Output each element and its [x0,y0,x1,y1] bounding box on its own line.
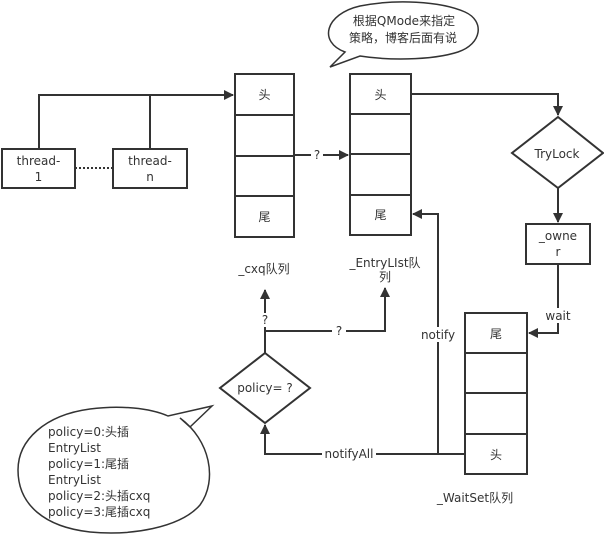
wait-label: wait [545,309,571,323]
policy-callout: policy=0:头插 EntryList policy=1:尾插 EntryL… [17,404,215,534]
thread-n-node: thread- n [112,148,188,189]
trylock-decision: TryLock [510,115,604,190]
policy-decision: policy= ? [218,351,312,425]
policy-note-line: policy=2:头插cxq [48,489,150,503]
waitset-cell-head [464,433,528,475]
policy-note-line: policy=3:尾插cxq [48,505,150,519]
policy-note-line: EntryList [48,473,101,487]
notify-label: notify [421,328,455,342]
entrylist-tail-label: 尾 [374,208,386,222]
policy-note-line: EntryList [48,441,101,455]
notifyall-arrow [260,424,465,455]
waitset-queue: 尾 头 [464,312,528,475]
notifyall-label: notifyAll [325,447,374,461]
thread-1-node: thread- 1 [1,148,76,189]
threads-to-cxq-arrow [38,90,234,149]
thread-n-label-line1: thread- [128,154,172,168]
owner-node: _owne r [525,223,591,265]
trylock-label: TryLock [534,147,580,161]
waitset-tail-label: 尾 [490,327,502,341]
cxq-cell [234,114,295,157]
cxq-cell [234,155,295,197]
thread-1-label-line2: 1 [35,170,43,184]
cxq-to-entrylist-label: ? [314,148,320,162]
waitset-head-label: 头 [490,448,502,462]
policy-to-entrylist-label: ? [336,324,342,338]
policy-note-line: policy=0:头插 [48,425,129,439]
entrylist-queue: 头 尾 [349,73,412,236]
entrylist-queue-title-line2: 列 [379,270,391,284]
cxq-cell-tail [234,195,295,238]
owner-label-line1: _owne [538,229,577,243]
policy-label: policy= ? [237,381,293,395]
qmode-callout: 根据QMode来指定 策略，博客后面有说 [327,1,479,68]
waitset-cell [464,352,528,394]
thread-1-label-line1: thread- [17,154,61,168]
waitset-queue-title: _WaitSet队列 [436,490,513,505]
policy-to-entrylist-arrow [265,287,390,332]
entrylist-queue-title-line1: _EntryLIst队 [348,255,420,270]
cxq-head-label: 头 [258,88,270,102]
thread-n-label-line2: n [146,170,154,184]
notify-arrow [412,209,439,454]
qmode-note-line1: 根据QMode来指定 [353,13,455,28]
entrylist-cell [349,113,412,155]
owner-label-line2: r [556,245,561,259]
cxq-queue: 头 尾 [234,73,295,238]
entrylist-head-label: 头 [374,88,386,102]
cxq-tail-label: 尾 [258,210,270,224]
owner-to-waitset-arrow [528,264,559,338]
policy-note-line: policy=1:尾插 [48,457,129,471]
entrylist-cell-tail [349,194,412,236]
qmode-note-line2: 策略，博客后面有说 [349,30,457,45]
cxq-queue-title: _cxq队列 [237,261,289,276]
entrylist-cell [349,153,412,196]
waitset-cell-tail [464,312,528,354]
entrylist-to-trylock-arrow [411,93,563,116]
policy-to-cxq-label: ? [262,313,268,327]
waitset-cell [464,392,528,435]
